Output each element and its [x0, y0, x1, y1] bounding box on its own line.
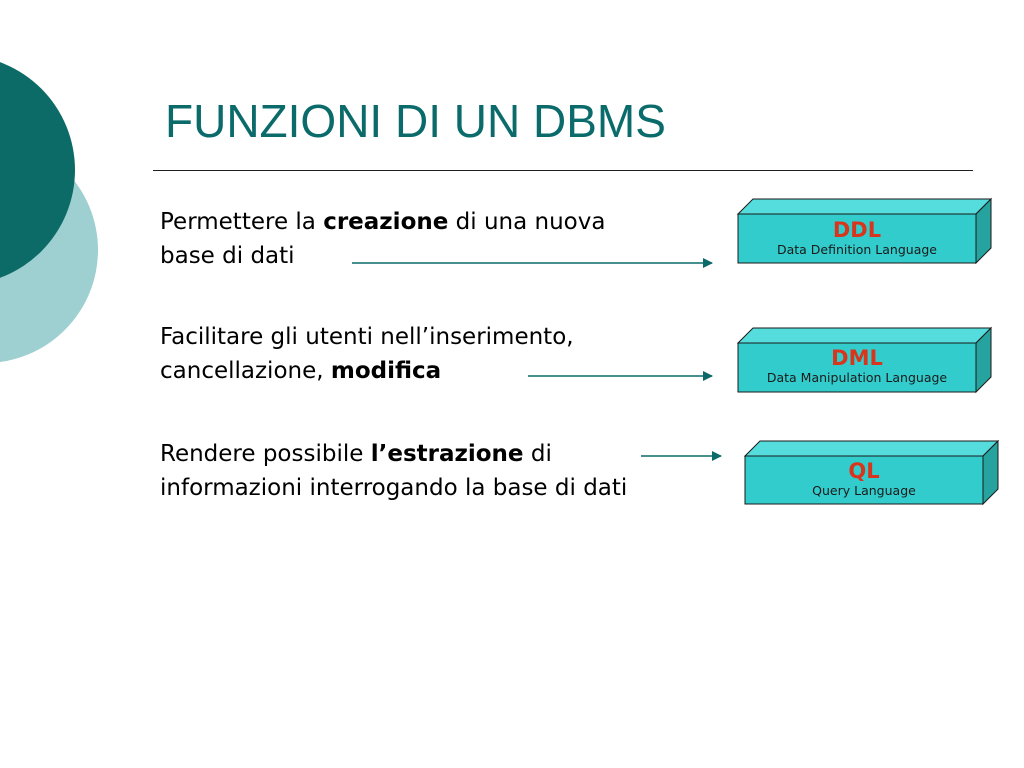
box-front — [737, 213, 977, 264]
item-line-1: Permettere la creazione di una nuova — [160, 205, 605, 239]
item-keyword: modifica — [330, 358, 442, 384]
decorative-circles — [0, 62, 98, 362]
item-line-2: base di dati — [160, 243, 295, 269]
slide-title: FUNZIONI DI UN DBMS — [165, 95, 666, 147]
box-acronym: DDL — [832, 218, 882, 242]
box-top — [736, 327, 993, 344]
item-text: di una nuova — [448, 209, 606, 235]
box-acronym: DML — [831, 346, 883, 370]
function-item-modification: Facilitare gli utenti nell’inserimento, … — [160, 320, 574, 388]
box-dml-label: DML Data Manipulation Language — [738, 348, 976, 385]
item-text: Rendere possibile — [160, 441, 371, 467]
box-top — [736, 198, 993, 215]
item-text: di — [523, 441, 552, 467]
dark-circle — [0, 62, 75, 278]
box-fullname: Data Definition Language — [776, 242, 937, 257]
box-ddl-label: DDL Data Definition Language — [738, 220, 976, 257]
item-line-2: cancellazione, modifica — [160, 354, 574, 388]
item-line-2: informazioni interrogando la base di dat… — [160, 475, 628, 501]
box-fullname: Data Manipulation Language — [766, 370, 948, 385]
box-fullname: Query Language — [812, 483, 916, 498]
function-item-extraction: Rendere possibile l’estrazione di inform… — [160, 437, 627, 505]
item-text: Permettere la — [160, 209, 324, 235]
box-dml — [736, 326, 993, 394]
box-ql-label: QL Query Language — [745, 461, 983, 498]
box-ql — [743, 439, 1000, 506]
box-acronym: QL — [848, 459, 880, 483]
item-keyword: l’estrazione — [370, 441, 524, 467]
item-text: cancellazione, — [160, 358, 331, 384]
box-top — [743, 440, 1000, 457]
item-line-1: Rendere possibile l’estrazione di — [160, 437, 627, 471]
item-line-1: Facilitare gli utenti nell’inserimento, — [160, 324, 574, 350]
function-item-creation: Permettere la creazione di una nuova bas… — [160, 205, 605, 273]
box-front — [744, 455, 984, 505]
item-keyword: creazione — [323, 209, 449, 235]
box-front — [737, 342, 977, 393]
title-underline — [153, 170, 973, 171]
box-ddl — [736, 197, 993, 265]
